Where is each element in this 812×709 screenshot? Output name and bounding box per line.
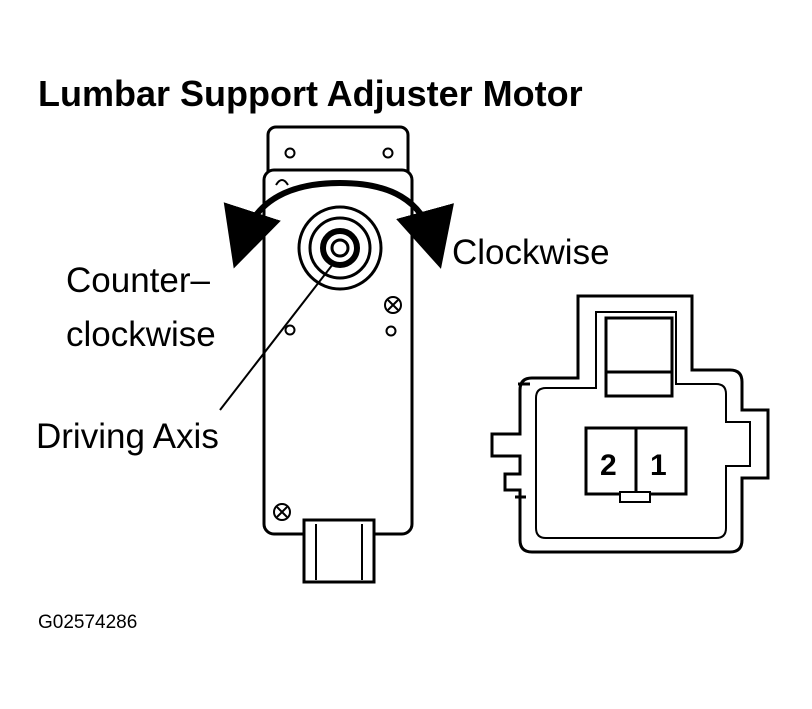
pin-2-label: 2 [600, 449, 617, 482]
driving-axis-gear [297, 205, 383, 291]
rotation-arrows [223, 180, 454, 269]
counterclockwise-label-line1: Counter– [66, 261, 211, 300]
clockwise-label: Clockwise [452, 233, 610, 272]
mounting-holes [284, 147, 397, 337]
diagram-title: Lumbar Support Adjuster Motor [38, 73, 583, 114]
pin-1-label: 1 [650, 449, 667, 482]
screw-icons [273, 296, 402, 521]
motor-output-connector [302, 518, 376, 584]
counterclockwise-label-line2: clockwise [66, 315, 216, 354]
figure-code: G02574286 [38, 612, 137, 633]
connector-face [490, 294, 770, 554]
clockwise-arrow-icon [339, 180, 454, 269]
driving-axis-leader-line [219, 263, 334, 411]
driving-axis-label: Driving Axis [36, 417, 219, 456]
counterclockwise-arrow-icon [223, 180, 341, 269]
